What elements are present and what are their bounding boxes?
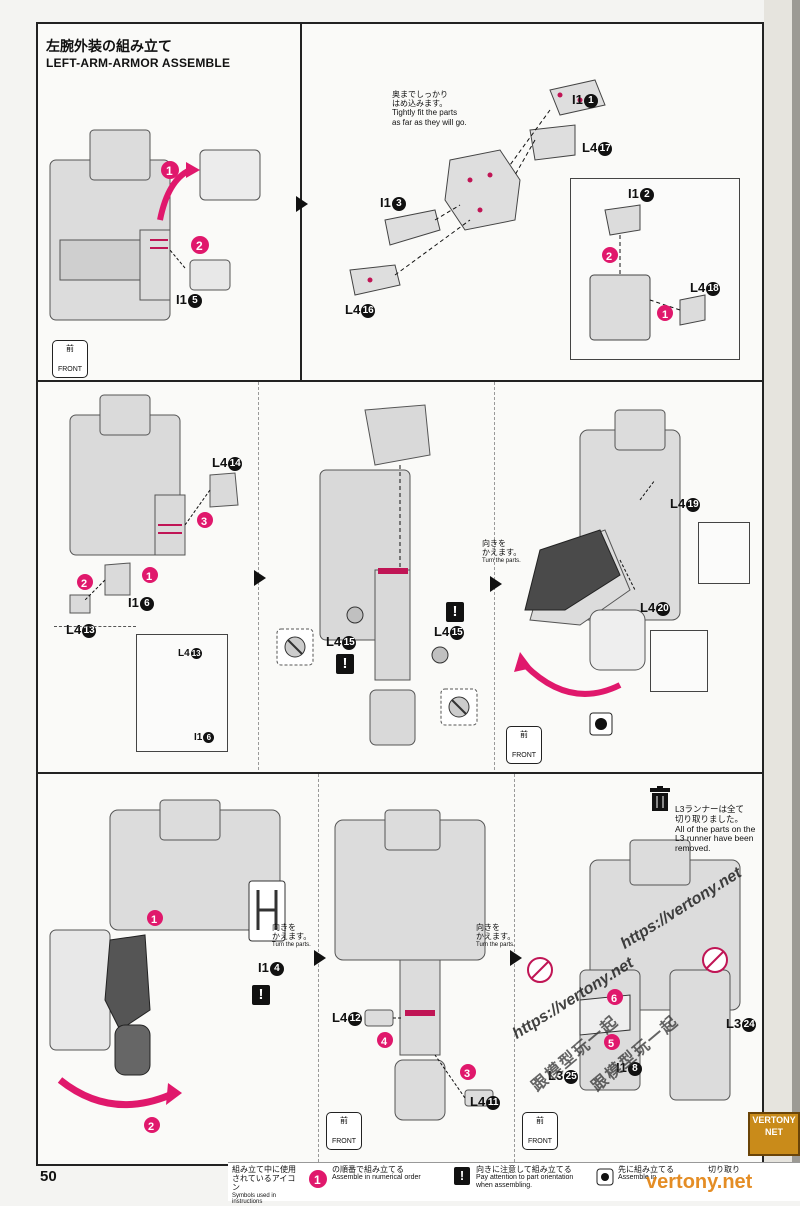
detail-bolt-b	[440, 688, 478, 726]
detail-box	[650, 630, 708, 692]
svg-text:2: 2	[81, 578, 87, 590]
svg-text:1: 1	[662, 309, 668, 321]
turn-parts-note: 向きをかえます。Turn the parts.	[272, 923, 312, 948]
detail-leader	[54, 626, 136, 627]
section-title-jp: 左腕外装の組み立て	[46, 38, 172, 54]
svg-text:2: 2	[196, 239, 203, 253]
arm-illustration-step3	[319, 404, 449, 746]
arm-illustration-step5: 1 2	[49, 799, 281, 1133]
svg-text:1: 1	[151, 914, 157, 926]
svg-text:2: 2	[606, 251, 612, 263]
sub-assembly-illustration: 2 1	[589, 204, 706, 341]
binding-edge	[792, 0, 800, 1200]
step-divider-r3a	[318, 774, 319, 1162]
site-logo: VERTONY NET	[748, 1112, 800, 1156]
pre-assemble-icon	[589, 712, 613, 736]
arm-illustration-step2: 3 1 2	[69, 394, 239, 614]
svg-text:2: 2	[148, 1121, 154, 1133]
arm-illustration-step6: 4 3	[334, 809, 494, 1121]
row-divider-2	[36, 772, 764, 774]
pre-assemble-icon	[596, 1168, 614, 1186]
warning-icon: !	[446, 602, 464, 622]
next-step-arrow	[296, 196, 308, 212]
next-step-arrow	[490, 576, 502, 592]
step-divider-r3b	[514, 774, 515, 1162]
order-number-icon: 1	[309, 1170, 327, 1188]
svg-text:6: 6	[611, 993, 617, 1005]
svg-text:1: 1	[146, 571, 152, 583]
svg-text:3: 3	[201, 516, 207, 528]
detail-box	[698, 522, 750, 584]
legend-first: 先に組み立てる Assemble in	[596, 1165, 674, 1186]
legend-cut: 切り取り	[708, 1165, 740, 1174]
next-step-arrow	[254, 570, 266, 586]
row-divider-1	[36, 380, 764, 382]
watermark-site: vertony.net	[646, 1171, 753, 1193]
detail-bolt-a	[276, 628, 314, 666]
turn-parts-note: 向きをかえます。Turn the parts.	[476, 923, 516, 948]
svg-text:4: 4	[381, 1036, 388, 1048]
arm-illustration-step4	[514, 409, 681, 697]
arm-illustration-step7: 6 5	[527, 839, 741, 1101]
runner-removed-icon	[650, 786, 670, 812]
svg-text:5: 5	[608, 1038, 614, 1050]
warning-icon: !	[454, 1167, 470, 1185]
tight-fit-note: 奥までしっかり はめ込みます。 Tightly fit the parts as…	[392, 90, 467, 127]
runner-removed-note: L3ランナーは全て 切り取りました。 All of the parts on t…	[675, 804, 756, 854]
part-detail-H	[248, 880, 286, 942]
section-title-en: LEFT-ARM-ARMOR ASSEMBLE	[46, 56, 231, 70]
legend-order: 1 の順番で組み立てる Assemble in numerical order	[308, 1165, 421, 1188]
next-step-arrow	[510, 950, 522, 966]
svg-text:1: 1	[314, 1173, 321, 1187]
warning-icon: !	[252, 985, 270, 1005]
legend-orientation: ! 向きに注意して組み立てる Pay attention to part ori…	[454, 1165, 573, 1190]
forearm-armor-illustration	[349, 79, 606, 296]
page-number: 50	[40, 1168, 57, 1185]
next-step-arrow	[314, 950, 326, 966]
warning-icon: !	[336, 654, 354, 674]
detail-box	[136, 634, 228, 752]
torso-illustration-step1: 1 2	[49, 129, 261, 321]
svg-text:1: 1	[166, 164, 173, 178]
svg-text:3: 3	[464, 1068, 470, 1080]
turn-parts-note: 向きをかえます。Turn the parts.	[482, 539, 522, 564]
